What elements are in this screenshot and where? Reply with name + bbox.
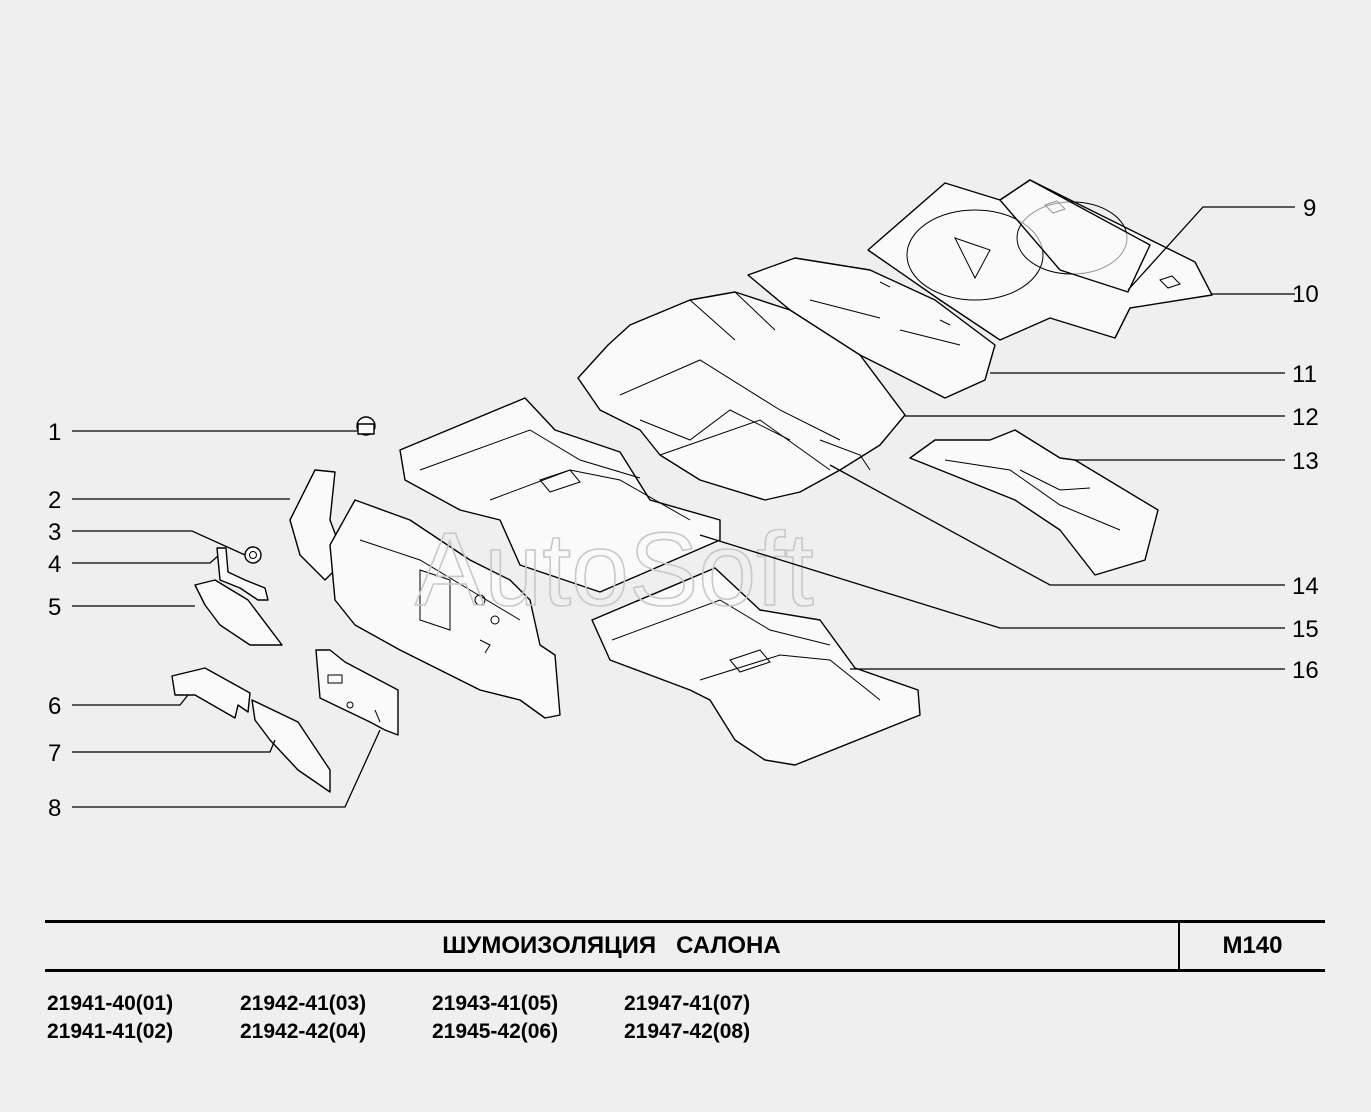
part-12-floor-carpet[interactable] [577, 291, 906, 501]
diagram-code: M140 [1222, 932, 1283, 959]
part-14-tunnel-insulation[interactable] [819, 439, 871, 471]
callout-4: 4 [48, 551, 61, 578]
callout-3: 3 [48, 519, 61, 546]
part-4-bracket[interactable] [216, 547, 269, 601]
part-6-pad[interactable] [171, 667, 251, 719]
model-code: 21945-42(06) [432, 1020, 559, 1043]
part-15-front-floor-mat[interactable] [399, 397, 721, 593]
part-9-trunk-mat-cover[interactable] [999, 179, 1151, 293]
callout-10: 10 [1292, 281, 1319, 308]
part-16-front-mat[interactable] [591, 567, 921, 766]
callout-15: 15 [1292, 616, 1319, 643]
callout-9: 9 [1303, 195, 1316, 222]
model-code: 21942-42(04) [240, 1020, 367, 1043]
callout-13: 13 [1292, 448, 1319, 475]
part-dash-insulation-main[interactable] [329, 499, 561, 719]
leader-lines [72, 206, 1295, 808]
part-13-rear-seat-mat[interactable] [909, 429, 1159, 576]
title-divider [1178, 923, 1180, 969]
callout-6: 6 [48, 693, 61, 720]
callout-7: 7 [48, 740, 61, 767]
callout-12: 12 [1292, 404, 1319, 431]
model-code: 21947-42(08) [624, 1020, 751, 1043]
callout-1: 1 [48, 419, 61, 446]
callout-numbers: 1 2 3 4 5 6 7 8 9 10 11 12 13 14 15 16 [48, 195, 1319, 822]
diagram-title: ШУМОИЗОЛЯЦИЯ САЛОНА [442, 932, 781, 959]
callout-5: 5 [48, 594, 61, 621]
model-code: 21943-41(05) [432, 992, 559, 1015]
part-7-pad[interactable] [251, 699, 331, 793]
part-1-clip[interactable] [356, 416, 376, 436]
part-5-insulation-pad[interactable] [194, 579, 283, 646]
model-code: 21941-41(02) [47, 1020, 174, 1043]
title-block: ШУМОИЗОЛЯЦИЯ САЛОНА M140 [45, 920, 1325, 972]
callout-11: 11 [1292, 361, 1317, 388]
model-code: 21947-41(07) [624, 992, 751, 1015]
part-8-plate[interactable] [315, 649, 399, 736]
model-code: 21942-41(03) [240, 992, 367, 1015]
callout-16: 16 [1292, 657, 1319, 684]
part-3-nut[interactable] [244, 546, 262, 564]
callout-8: 8 [48, 795, 61, 822]
model-code: 21941-40(01) [47, 992, 174, 1015]
callout-2: 2 [48, 487, 61, 514]
callout-14: 14 [1292, 573, 1319, 600]
watermark: AutoSoft [415, 512, 814, 628]
